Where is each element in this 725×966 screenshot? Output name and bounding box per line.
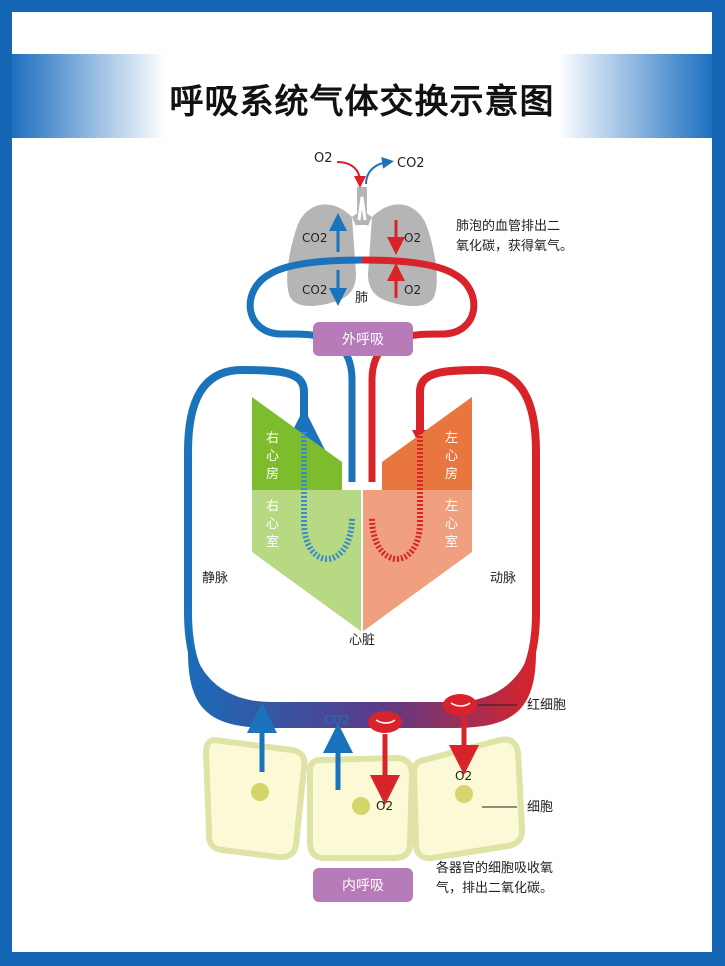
right-heart-flow <box>301 432 355 562</box>
right-atrium-shape <box>252 397 342 490</box>
o2-in-arrow <box>336 161 366 188</box>
left-atrium-char2: 心 <box>445 449 458 464</box>
right-atrium-char2: 心 <box>266 449 279 464</box>
right-atrium-char1: 右 <box>266 431 279 446</box>
artery-label: 动脉 <box>490 571 516 586</box>
lung-o2-up-label: O2 <box>404 283 421 297</box>
capillary-o2-right-label: O2 <box>455 769 472 783</box>
left-heart-flow <box>369 432 423 562</box>
heart-group <box>252 397 472 632</box>
red-cell-label: 红细胞 <box>527 697 566 713</box>
heart-label: 心脏 <box>349 633 375 648</box>
lung-note-line1: 肺泡的血管排出二 <box>456 218 560 234</box>
left-atrium-shape <box>382 397 472 490</box>
red-cell-right <box>443 694 477 716</box>
left-atrium-char3: 房 <box>445 466 458 482</box>
lung-note-line2: 氧化碳，获得氧气。 <box>456 238 573 254</box>
lung-o2-in-label: O2 <box>314 151 333 166</box>
lung-co2-up-label: CO2 <box>302 231 327 245</box>
left-ventricle-char1: 左 <box>445 499 458 514</box>
right-ventricle-char1: 右 <box>266 499 279 514</box>
red-cell-mid <box>368 711 402 733</box>
cell-label: 细胞 <box>527 800 553 815</box>
right-atrium-char3: 房 <box>266 466 279 482</box>
right-ventricle-shape <box>252 490 362 632</box>
co2-out-arrow <box>365 156 394 185</box>
tissue-note-line1: 各器官的细胞吸收氧 <box>436 860 553 876</box>
lung-co2-out-label: CO2 <box>397 156 425 171</box>
right-ventricle-char2: 心 <box>266 517 279 532</box>
left-ventricle-char3: 室 <box>445 534 458 550</box>
internal-respiration-badge <box>313 868 413 902</box>
internal-respiration-label: 内呼吸 <box>342 878 384 894</box>
external-respiration-label: 外呼吸 <box>342 332 384 348</box>
nucleus-left <box>251 783 269 801</box>
tissue-note-line2: 气，排出二氧化碳。 <box>436 880 553 896</box>
lung-label: 肺 <box>355 291 368 306</box>
external-respiration-badge <box>313 322 413 356</box>
lung-o2-down-label: O2 <box>404 231 421 245</box>
capillary-co2-mid-label: CO2 <box>324 713 349 727</box>
bronchi-shape <box>352 210 372 226</box>
vein-label: 静脉 <box>202 571 228 586</box>
right-ventricle-char3: 室 <box>266 534 279 550</box>
capillary-o2-mid-label: O2 <box>376 799 393 813</box>
trachea-inner <box>357 196 367 221</box>
nucleus-mid <box>352 797 370 815</box>
poster-frame: 呼吸系统气体交换示意图 O2 CO2 <box>12 12 712 952</box>
left-ventricle-shape <box>362 490 472 632</box>
left-ventricle-char2: 心 <box>445 517 458 532</box>
capillary-co2-left-label: CO2 <box>248 687 273 701</box>
page-title: 呼吸系统气体交换示意图 <box>169 82 555 122</box>
nucleus-right <box>455 785 473 803</box>
respiration-diagram: O2 CO2 CO2 CO2 O2 O2 肺 肺泡的血管排出二 氧化碳，获得氧气… <box>184 151 573 902</box>
lung-right-shape <box>368 204 437 307</box>
lung-co2-down-label: CO2 <box>302 283 327 297</box>
capillary-band <box>188 612 536 728</box>
title-banner: 呼吸系统气体交换示意图 <box>12 54 712 138</box>
left-atrium-char1: 左 <box>445 431 458 446</box>
